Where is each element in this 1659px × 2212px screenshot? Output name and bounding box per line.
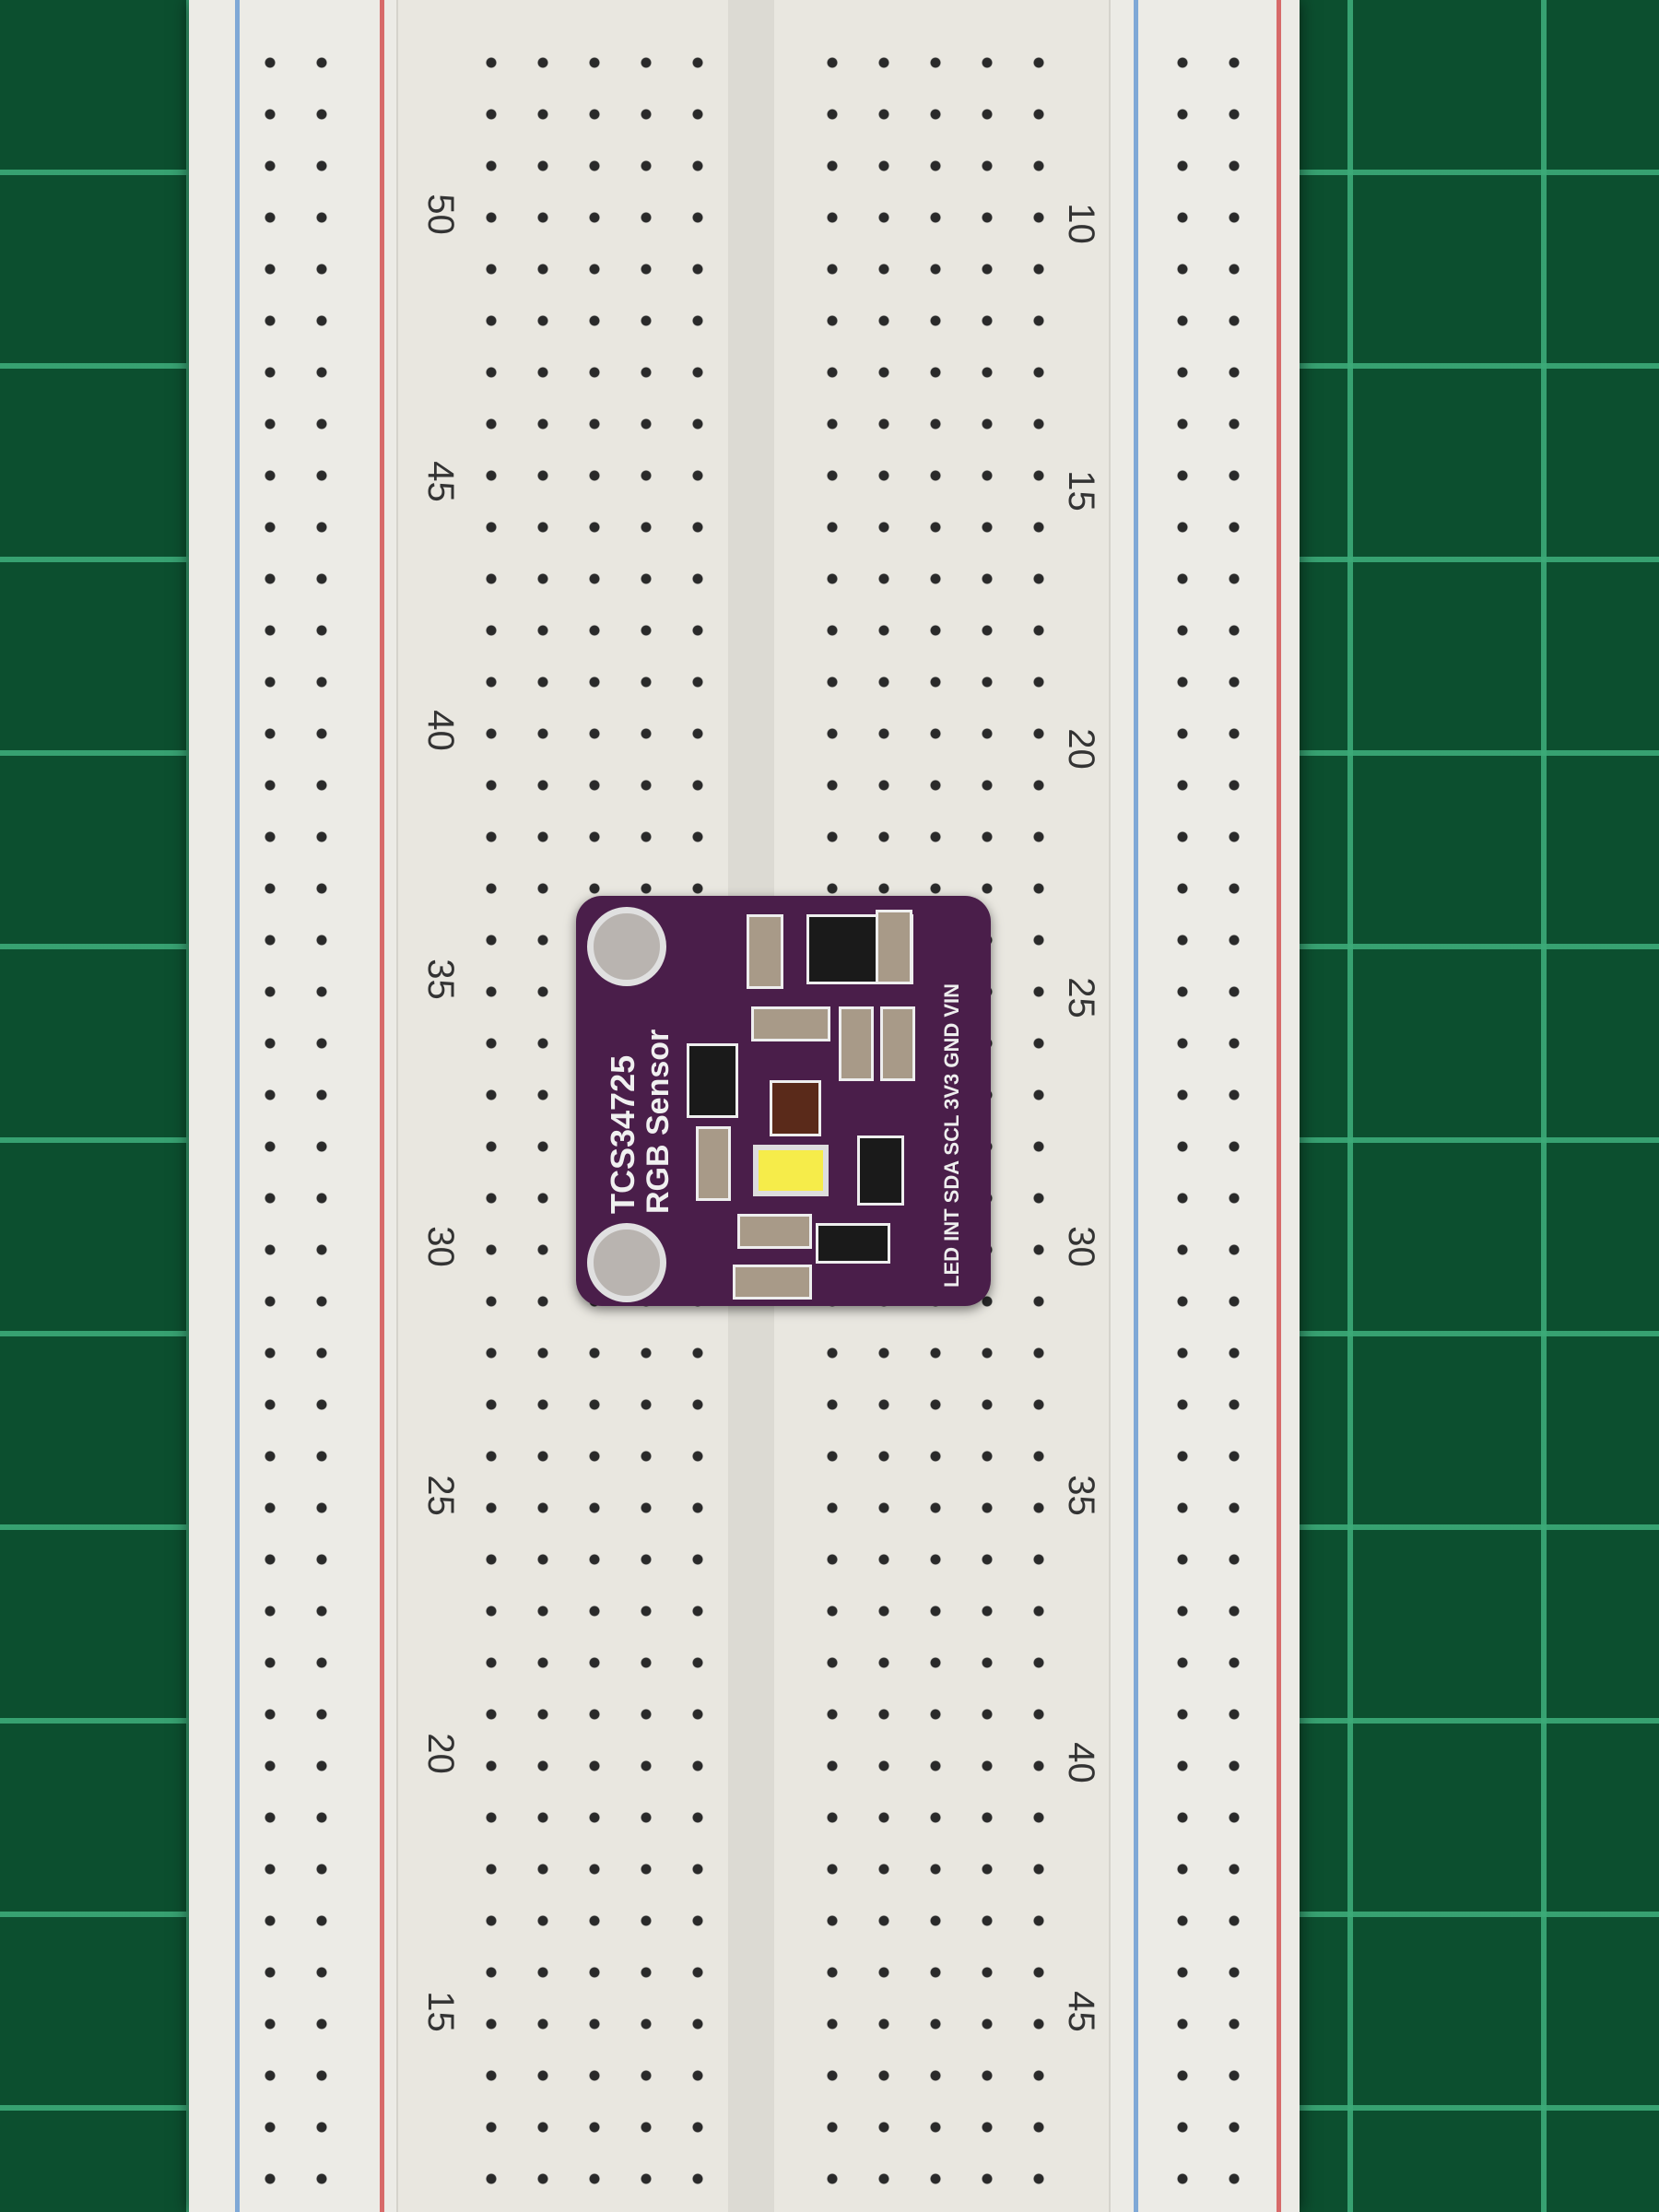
row-number: 30 [1060, 1226, 1101, 1267]
color-sensor-ic [770, 1080, 821, 1136]
row-number: 30 [419, 1226, 461, 1267]
resistor [733, 1265, 812, 1300]
row-number: 35 [1060, 1475, 1101, 1516]
row-number: 40 [1060, 1742, 1101, 1783]
transistor [687, 1043, 738, 1118]
row-number: 15 [1060, 470, 1101, 512]
row-number: 50 [419, 194, 461, 235]
resistor [751, 1006, 830, 1041]
tcs34725-sensor-board: TCS34725 RGB Sensor LED INT SDA SCL 3V3 … [576, 896, 991, 1306]
row-number: 25 [1060, 977, 1101, 1018]
row-number: 25 [419, 1475, 461, 1516]
row-number: 40 [419, 710, 461, 751]
pin-labels: LED INT SDA SCL 3V3 GND VIN [940, 982, 963, 1288]
resistor [876, 910, 912, 984]
rail-line-red [380, 0, 384, 2212]
row-number: 10 [1060, 203, 1101, 244]
row-number: 45 [1060, 1991, 1101, 2032]
hole-grid [244, 37, 347, 2212]
row-number: 45 [419, 461, 461, 502]
rail-line-blue [235, 0, 240, 2212]
row-number: 35 [419, 959, 461, 1000]
row-number: 15 [419, 1991, 461, 2032]
mounting-hole [587, 907, 666, 986]
resistor [839, 1006, 874, 1081]
transistor [857, 1135, 904, 1206]
row-number: 20 [419, 1733, 461, 1774]
hole-grid [1157, 37, 1260, 2212]
mounting-hole [587, 1223, 666, 1302]
rail-line-red [1277, 0, 1281, 2212]
resistor [747, 914, 783, 989]
sensor-title: TCS34725 [604, 1054, 641, 1214]
sensor-subtitle: RGB Sensor [641, 1029, 676, 1214]
white-led [753, 1145, 829, 1196]
rail-line-blue [1134, 0, 1138, 2212]
transistor [816, 1223, 890, 1264]
row-number: 20 [1060, 728, 1101, 770]
resistor [696, 1126, 731, 1201]
resistor [880, 1006, 915, 1081]
resistor [737, 1214, 812, 1249]
